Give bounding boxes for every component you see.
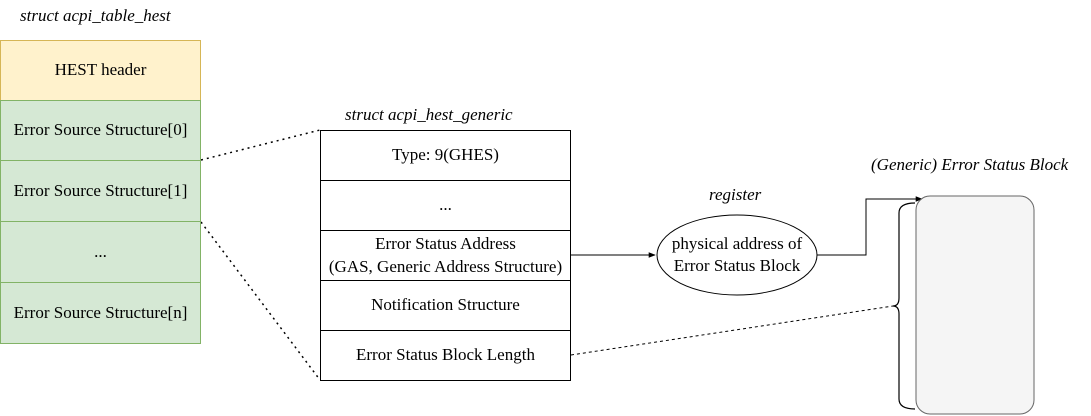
status-block-title: (Generic) Error Status Block <box>871 155 1069 174</box>
error-status-block-rect <box>915 195 1035 415</box>
register-title: register <box>709 185 762 204</box>
hest-title: struct acpi_table_hest <box>20 6 171 25</box>
error-source-0-cell: Error Source Structure[0] <box>0 100 201 161</box>
generic-notification-cell: Notification Structure <box>320 280 571 331</box>
generic-error-status-address-cell: Error Status Address (GAS, Generic Addre… <box>320 230 571 281</box>
block-brace <box>892 202 916 410</box>
error-source-ellipsis-cell: ... <box>0 221 201 283</box>
zoom-line-bottom <box>200 221 321 381</box>
error-status-address-line1: Error Status Address <box>375 234 516 254</box>
register-label: physical address of Error Status Block <box>657 215 817 295</box>
error-status-address-line2: (GAS, Generic Address Structure) <box>328 256 563 276</box>
register-line1: physical address of <box>671 233 803 253</box>
error-source-1-cell: Error Source Structure[1] <box>0 160 201 222</box>
generic-ellipsis-cell: ... <box>320 180 571 231</box>
error-source-n-cell: Error Source Structure[n] <box>0 282 201 344</box>
generic-block-length-cell: Error Status Block Length <box>320 330 571 381</box>
generic-title: struct acpi_hest_generic <box>345 105 513 124</box>
zoom-line-top <box>200 129 321 161</box>
hest-header-cell: HEST header <box>0 40 201 101</box>
length-to-brace-line <box>570 305 894 356</box>
register-to-block-arrow <box>817 196 923 256</box>
generic-type-cell: Type: 9(GHES) <box>320 130 571 181</box>
register-line2: Error Status Block <box>673 256 801 275</box>
